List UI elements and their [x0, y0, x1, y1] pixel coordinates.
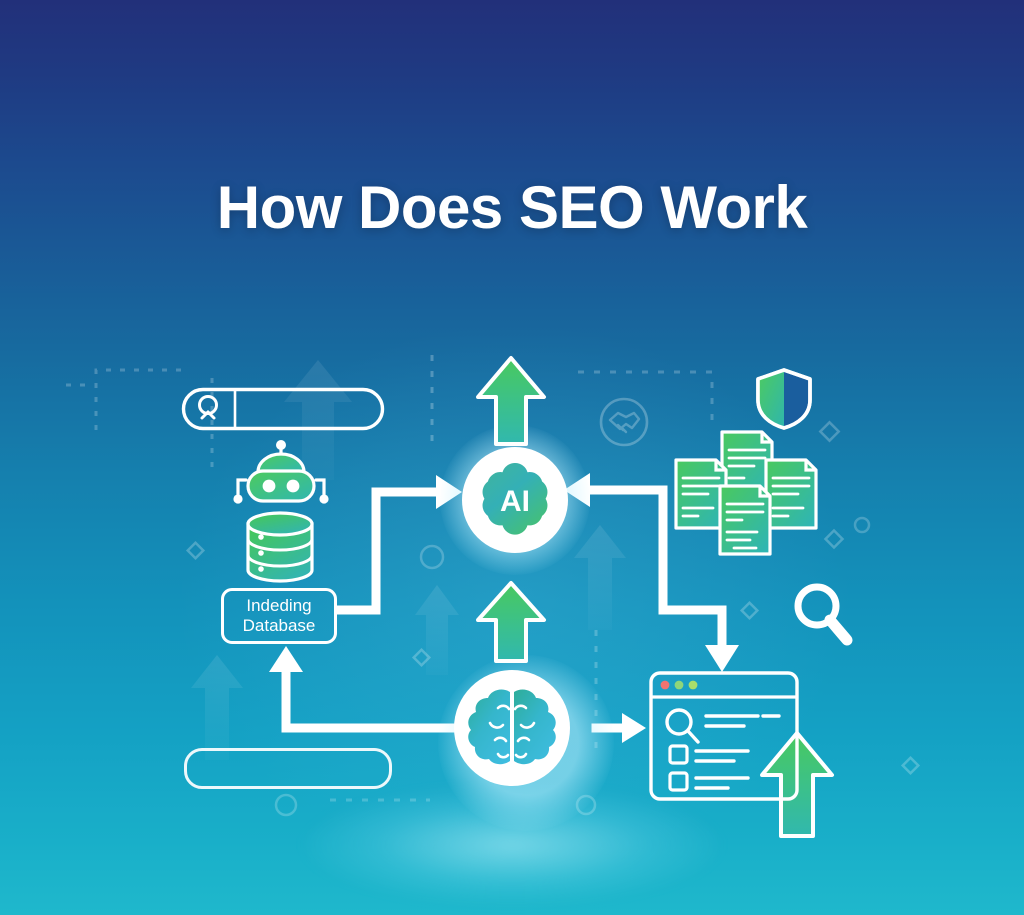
document-card [674, 458, 728, 530]
shield-icon [756, 368, 812, 430]
magnifier-icon [794, 583, 853, 646]
document-card [718, 484, 772, 556]
database-indicator-dots [258, 534, 264, 572]
browser-window[interactable] [648, 670, 800, 802]
ai-core-node[interactable]: AI [460, 445, 570, 555]
database-label-text: Indeding Database [242, 596, 316, 635]
ai-blossom-icon [482, 462, 548, 535]
connector-database-to-ai [335, 487, 441, 615]
ai-core-label: AI [500, 485, 530, 518]
database-icon [246, 511, 314, 583]
search-bar[interactable] [181, 387, 385, 431]
connector-return-to-database [281, 667, 457, 733]
browser-result-lines [704, 714, 781, 728]
page-title: How Does SEO Work [216, 174, 808, 241]
brain-node[interactable] [452, 668, 572, 788]
browser-traffic-lights [660, 680, 698, 690]
growth-arrow-up-middle [476, 581, 546, 663]
empty-pill-bar[interactable] [184, 748, 392, 789]
documents-stack-icon [674, 430, 818, 556]
growth-arrow-up-top [476, 356, 546, 446]
document-card [764, 458, 818, 530]
database-label-box: Indeding Database [221, 588, 337, 644]
search-icon [198, 395, 218, 420]
brain-icon [468, 689, 556, 765]
browser-checkbox-list [668, 744, 750, 792]
connector-documents-to-browser [658, 485, 727, 650]
browser-search-icon [665, 708, 700, 744]
robot-crawler-icon [233, 440, 329, 504]
